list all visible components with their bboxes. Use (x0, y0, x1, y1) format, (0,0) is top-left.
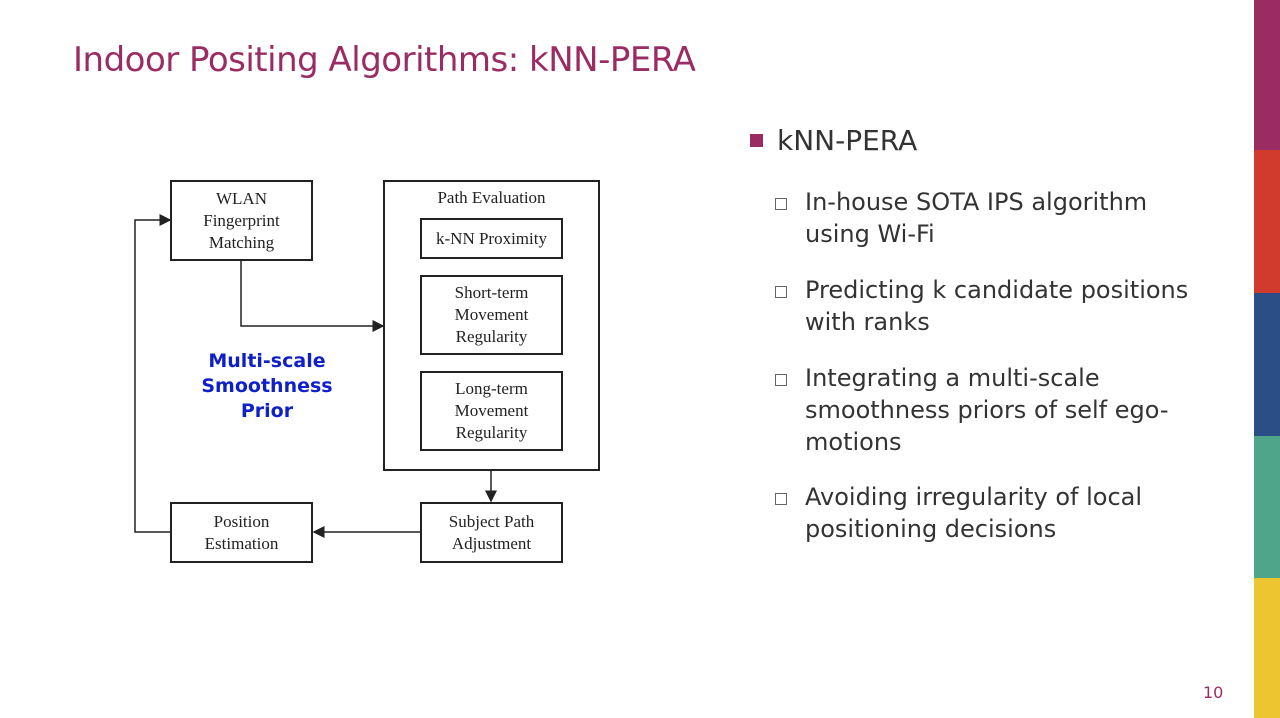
sub-bullet-1: In-house SOTA IPS algorithm using Wi-Fi (775, 186, 1215, 250)
hollow-square-bullet-icon (775, 198, 787, 210)
subject-path-box: Subject Path Adjustment (420, 502, 563, 563)
main-bullet-text: kNN-PERA (777, 124, 918, 157)
sub-bullet-text: Avoiding irregularity of local positioni… (805, 483, 1143, 543)
wlan-fingerprint-label: WLAN Fingerprint Matching (203, 188, 280, 252)
sub-bullet-text: Predicting k candidate positions with ra… (805, 276, 1189, 336)
square-bullet-icon (750, 134, 763, 147)
path-evaluation-box (383, 180, 600, 471)
page-number: 10 (1203, 683, 1224, 702)
main-bullet: kNN-PERA (750, 124, 917, 157)
subject-path-label: Subject Path Adjustment (448, 511, 535, 553)
short-term-box: Short-term Movement Regularity (420, 275, 563, 355)
color-segment-yellow (1254, 578, 1280, 718)
sub-bullet-text: Integrating a multi-scale smoothness pri… (805, 364, 1169, 456)
color-segment-magenta (1254, 0, 1280, 150)
sub-bullet-text: In-house SOTA IPS algorithm using Wi-Fi (805, 188, 1148, 248)
arrow-position-to-wlan (134, 214, 172, 533)
position-estimation-label: Position Estimation (204, 511, 279, 553)
sub-bullet-4: Avoiding irregularity of local positioni… (775, 481, 1215, 545)
hollow-square-bullet-icon (775, 493, 787, 505)
color-segment-red (1254, 150, 1280, 293)
position-estimation-box: Position Estimation (170, 502, 313, 563)
sub-bullet-3: Integrating a multi-scale smoothness pri… (775, 362, 1215, 458)
wlan-fingerprint-box: WLAN Fingerprint Matching (170, 180, 313, 261)
color-segment-green (1254, 436, 1280, 578)
knn-proximity-box: k-NN Proximity (420, 218, 563, 259)
decorative-color-bar (1254, 0, 1280, 718)
arrow-wlan-to-path-evaluation (240, 260, 385, 332)
hollow-square-bullet-icon (775, 374, 787, 386)
sub-bullet-2: Predicting k candidate positions with ra… (775, 274, 1215, 338)
color-segment-blue (1254, 293, 1280, 436)
path-evaluation-label: Path Evaluation (437, 188, 546, 207)
long-term-box: Long-term Movement Regularity (420, 371, 563, 451)
slide-title: Indoor Positing Algorithms: kNN-PERA (73, 40, 696, 80)
knn-proximity-label: k-NN Proximity (436, 228, 547, 248)
long-term-label: Long-term Movement Regularity (454, 379, 529, 442)
hollow-square-bullet-icon (775, 286, 787, 298)
short-term-label: Short-term Movement Regularity (454, 283, 529, 346)
smoothness-prior-label: Multi-scale Smoothness Prior (201, 350, 333, 422)
